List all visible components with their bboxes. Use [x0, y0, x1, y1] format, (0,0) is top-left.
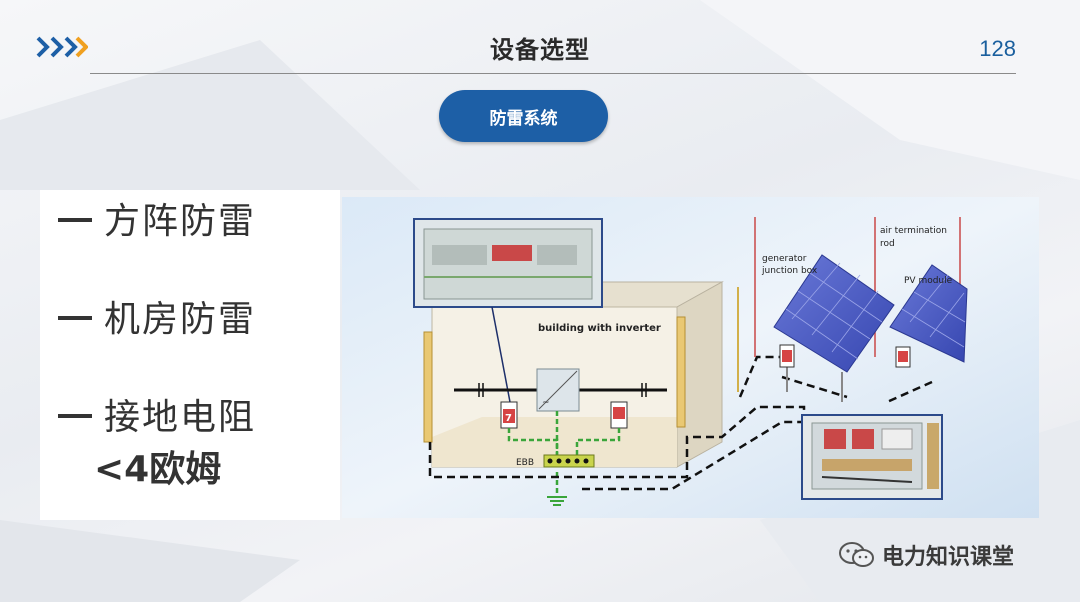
air-termination-label-2: rod — [880, 239, 895, 249]
spd-label: 7 — [505, 413, 512, 424]
chevrons-icon — [36, 36, 88, 58]
svg-text:~: ~ — [542, 398, 550, 408]
spd-box-left: 7 — [500, 401, 518, 429]
header-divider — [90, 73, 1016, 74]
dash-icon — [58, 316, 92, 320]
pv-module-back — [889, 264, 968, 363]
inverter: ~ — [536, 368, 580, 412]
pv-module-front — [773, 254, 895, 402]
generator-label-1: generator — [762, 254, 807, 264]
junction-box-inset — [801, 414, 943, 500]
wechat-icon — [839, 542, 874, 567]
watermark: 电力知识课堂 — [838, 539, 1014, 571]
generator-label-2: junction box — [761, 266, 818, 276]
bullet-item: 接地电阻 — [58, 388, 256, 440]
ebb-bar — [543, 454, 595, 468]
dash-icon — [58, 414, 92, 418]
bullet-sub-text: <4欧姆 — [94, 449, 222, 490]
page-number: 128 — [979, 36, 1016, 61]
air-termination-label-1: air termination — [880, 226, 947, 236]
ground-symbol-icon — [547, 496, 567, 506]
section-pill: 防雷系统 — [439, 90, 608, 142]
device-inset — [413, 218, 603, 308]
spd-box-right — [610, 401, 628, 429]
bullet-text: 方阵防雷 — [104, 201, 257, 242]
pv-module-label: PV module — [904, 276, 953, 286]
content-panel — [40, 190, 340, 520]
dash-icon — [58, 218, 92, 222]
bullet-item: 机房防雷 — [58, 290, 256, 342]
bullet-text: 接地电阻 — [104, 397, 257, 438]
building-label: building with inverter — [538, 323, 661, 334]
watermark-text: 电力知识课堂 — [882, 545, 1015, 570]
slide-title: 设备选型 — [490, 36, 590, 64]
lightning-protection-diagram: building with inverter ~ 7 — [342, 197, 1039, 518]
bullet-text: 机房防雷 — [104, 299, 257, 340]
bullet-item: 方阵防雷 — [58, 192, 256, 244]
ebb-label: EBB — [516, 458, 534, 468]
